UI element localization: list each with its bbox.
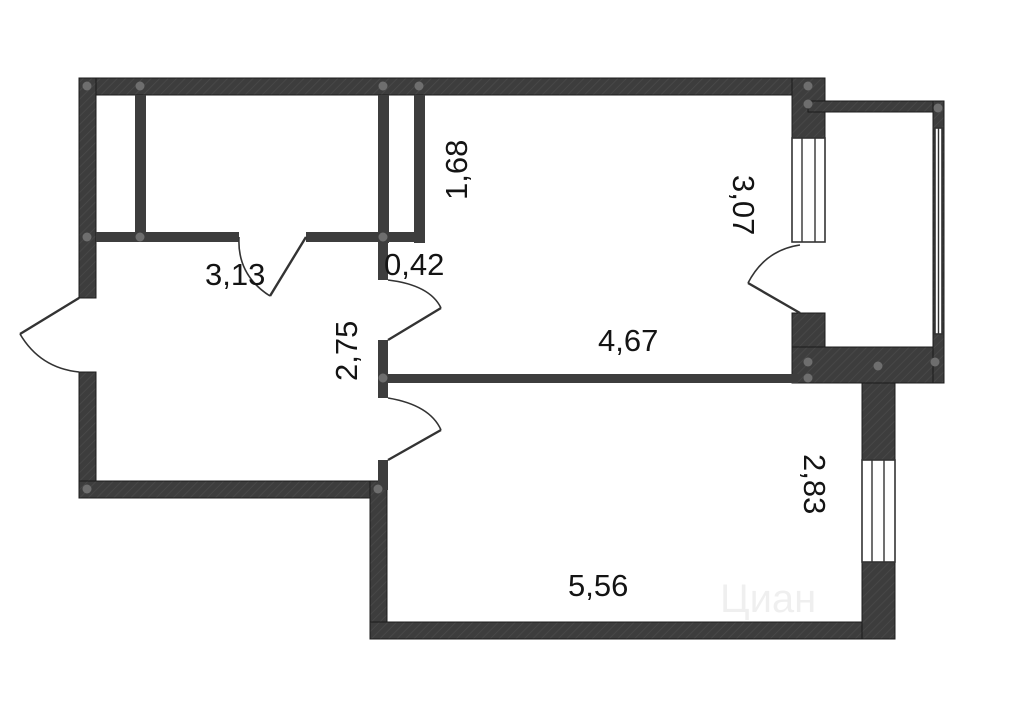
- wall-left-upper: [78, 77, 97, 299]
- kitchen-door: [387, 279, 442, 342]
- dimension-closet-width: 0,42: [384, 247, 444, 282]
- partitions: [96, 95, 798, 490]
- partition-storage-right: [378, 95, 389, 243]
- windows: [791, 127, 943, 563]
- kitchen-window: [791, 137, 826, 243]
- dimension-storage-depth: 1,68: [439, 140, 474, 200]
- dimension-kitchen-length: 4,67: [598, 323, 658, 358]
- wall-balcony-bottom: [791, 346, 945, 384]
- room-window: [861, 459, 896, 563]
- wall-balcony-top: [807, 100, 945, 113]
- room-door: [387, 397, 442, 462]
- wall-top: [78, 77, 826, 96]
- storage-door: [238, 236, 308, 297]
- entrance-door: [19, 296, 80, 373]
- dimension-storage-width: 3,13: [205, 257, 265, 292]
- partition-storage-bottom-left: [96, 232, 239, 242]
- partition-hall-kitchen-upper: [378, 232, 388, 280]
- wall-hall-bottom: [78, 480, 388, 499]
- partition-closet-right: [414, 95, 425, 243]
- dimension-hall-length: 2,75: [329, 321, 364, 381]
- wall-room-bottom: [369, 621, 896, 640]
- wall-room-left: [369, 480, 388, 640]
- partition-kitchen-room: [378, 374, 798, 383]
- dimension-kitchen-width: 3,07: [726, 175, 761, 235]
- partition-hall-room-lower: [378, 460, 388, 490]
- dimension-labels: 3,13 1,68 0,42 2,75 4,67 3,07 2,83 5,56: [205, 140, 832, 603]
- watermark: Циан: [720, 577, 816, 621]
- dimension-room-width: 2,83: [797, 454, 832, 514]
- joints: [82, 81, 943, 494]
- partition-hall-kitchen-mid: [378, 340, 388, 398]
- partition-storage-bottom-right: [306, 232, 425, 242]
- doors: [19, 236, 801, 462]
- partition-closet-left: [135, 95, 146, 237]
- balcony-glazing: [934, 127, 943, 335]
- balcony-door: [747, 244, 801, 315]
- dimension-room-length: 5,56: [568, 568, 628, 603]
- wall-room-right-lower: [861, 561, 896, 640]
- wall-left-lower: [78, 371, 97, 499]
